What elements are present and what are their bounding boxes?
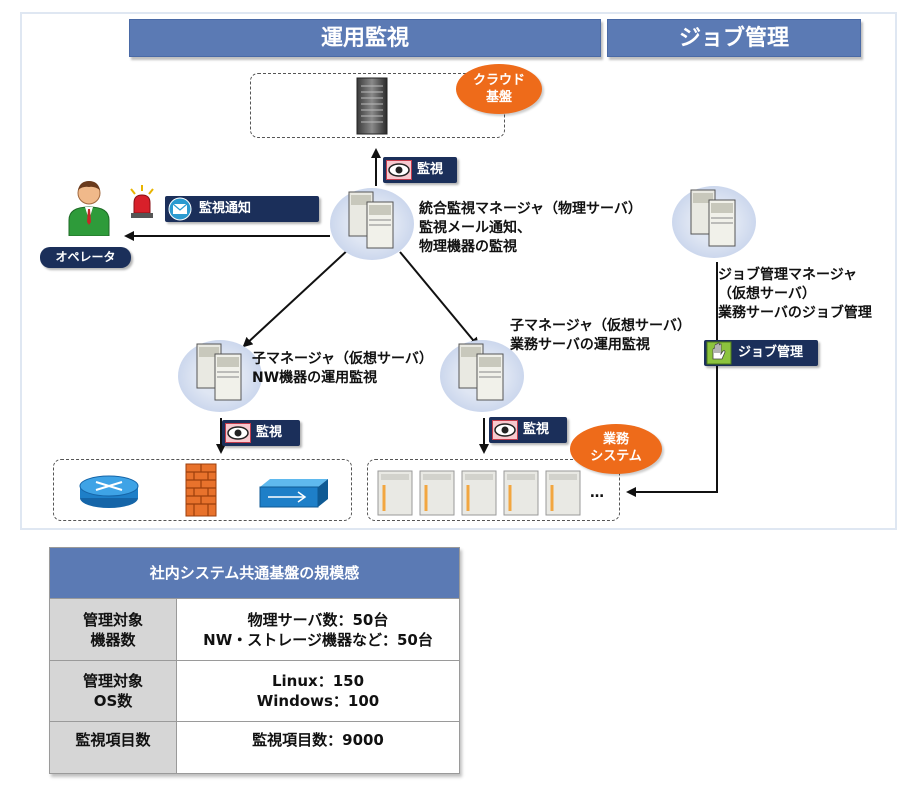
header-ops: 運用監視: [129, 19, 601, 57]
key-line: OS数: [93, 692, 133, 710]
monitor-tag-network: 監視: [222, 420, 300, 446]
scale-row-os-key: 管理対象 OS数: [49, 660, 177, 722]
manager-server-icon: [348, 191, 394, 249]
business-badge-line1: 業務: [602, 432, 629, 447]
scale-row-items-value: 監視項目数：9000: [176, 721, 460, 774]
eye-icon: [225, 423, 251, 443]
glove-icon: [706, 341, 732, 365]
job-manager-label-line1: ジョブ管理マネージャ: [718, 267, 858, 283]
business-servers: [377, 470, 581, 516]
alarm-light-icon: [130, 185, 154, 218]
job-manager-label-line2: （仮想サーバ）: [718, 286, 816, 302]
child-biz-label: 子マネージャ（仮想サーバ） 業務サーバの運用監視: [510, 317, 691, 355]
key-line: 機器数: [90, 630, 136, 649]
child-biz-label-line1: 子マネージャ（仮想サーバ）: [510, 318, 691, 334]
more-servers-ellipsis: …: [590, 485, 604, 501]
business-badge-line2: システム: [590, 449, 642, 464]
job-manager-label: ジョブ管理マネージャ （仮想サーバ） 業務サーバのジョブ管理: [718, 266, 872, 323]
key-line: 監視項目数: [75, 731, 151, 749]
mail-icon: [168, 197, 192, 221]
operator-label: オペレータ: [40, 247, 131, 268]
firewall-icon: [185, 463, 217, 517]
value-line: 物理サーバ数：50台: [247, 610, 389, 629]
scale-row-os-value: Linux：150 Windows：100: [176, 660, 460, 722]
monitor-tag-label: 監視: [256, 425, 283, 440]
child-biz-server-icon: [458, 343, 504, 401]
cloud-badge: クラウド 基盤: [456, 64, 542, 114]
arrow-to-child-biz: [399, 251, 480, 348]
server-icon: [419, 470, 455, 516]
scale-table: 社内システム共通基盤の規模感 管理対象 機器数 物理サーバ数：50台 NW・スト…: [49, 547, 460, 774]
business-badge: 業務 システム: [570, 424, 662, 474]
scale-row-devices-key: 管理対象 機器数: [49, 598, 177, 661]
switch-icon: [259, 479, 328, 508]
eye-icon: [492, 420, 518, 440]
operator-icon: [68, 181, 110, 236]
notify-tag: 監視通知: [165, 196, 319, 222]
connector-lines: [124, 148, 718, 497]
child-biz-label-line2: 業務サーバの運用監視: [510, 337, 650, 353]
server-icon: [461, 470, 497, 516]
monitor-tag-cloud: 監視: [383, 157, 457, 183]
manager-label-line1: 統合監視マネージャ（物理サーバ）: [419, 201, 642, 217]
arrow-job-to-business: [626, 262, 718, 497]
manager-label: 統合監視マネージャ（物理サーバ） 監視メール通知、 物理機器の監視: [419, 200, 642, 257]
job-tag-label: ジョブ管理: [738, 345, 804, 360]
arrow-to-child-nw: [242, 247, 351, 348]
notify-tag-label: 監視通知: [199, 201, 252, 216]
cloud-badge-line2: 基盤: [485, 90, 512, 105]
child-nw-label-line1: 子マネージャ（仮想サーバ）: [252, 351, 433, 367]
value-line: Windows：100: [256, 692, 380, 710]
value-line: 監視項目数：9000: [252, 731, 384, 749]
job-manager-label-line3: 業務サーバのジョブ管理: [718, 305, 872, 321]
job-manager-server-icon: [690, 189, 736, 247]
child-nw-label-line2: NW機器の運用監視: [252, 370, 378, 386]
scale-table-title: 社内システム共通基盤の規模感: [49, 547, 460, 599]
child-nw-server-icon: [196, 343, 242, 401]
server-icon: [503, 470, 539, 516]
scale-row-devices-value: 物理サーバ数：50台 NW・ストレージ機器など：50台: [176, 598, 460, 661]
eye-icon: [386, 160, 412, 180]
key-line: 管理対象: [82, 672, 143, 690]
child-nw-label: 子マネージャ（仮想サーバ） NW機器の運用監視: [252, 350, 433, 388]
value-line: Linux：150: [271, 672, 365, 690]
server-rack-icon: [356, 77, 388, 135]
router-icon: [79, 475, 139, 508]
network-zone: [53, 459, 352, 521]
cloud-badge-line1: クラウド: [472, 73, 525, 88]
server-icon: [377, 470, 413, 516]
business-zone: [367, 459, 620, 521]
scale-row-items-key: 監視項目数: [49, 721, 177, 774]
value-line: NW・ストレージ機器など：50台: [203, 630, 433, 649]
server-icon: [545, 470, 581, 516]
manager-label-line3: 物理機器の監視: [419, 239, 517, 255]
monitor-tag-label: 監視: [417, 162, 444, 177]
key-line: 管理対象: [82, 610, 143, 629]
monitor-tag-label: 監視: [523, 422, 550, 437]
monitor-tag-business: 監視: [489, 417, 567, 443]
job-tag: ジョブ管理: [704, 340, 818, 366]
manager-label-line2: 監視メール通知、: [419, 220, 531, 236]
header-jobs: ジョブ管理: [607, 19, 861, 57]
